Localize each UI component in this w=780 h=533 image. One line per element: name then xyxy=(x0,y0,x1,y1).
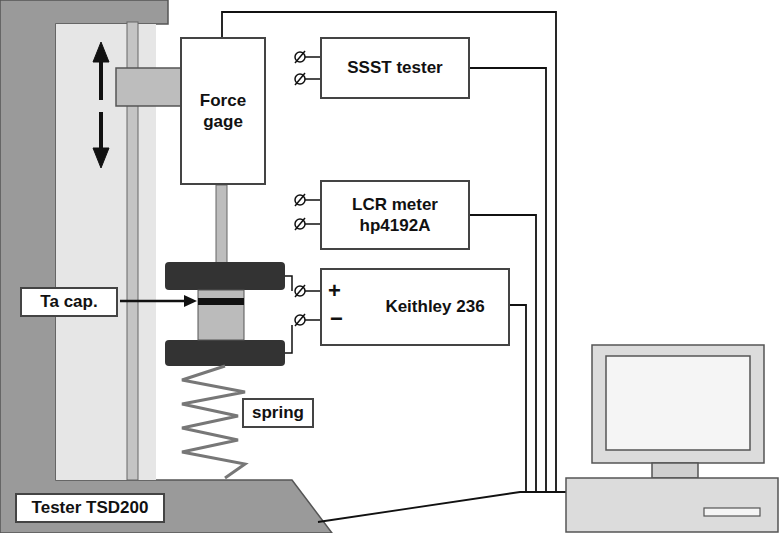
leader-line xyxy=(120,300,186,303)
terminal-symbols xyxy=(295,51,305,326)
instrument-box: Keithley 236 xyxy=(320,268,510,346)
leader-arrowhead xyxy=(184,295,197,307)
upper-clamp xyxy=(165,262,285,290)
computer xyxy=(566,345,778,532)
capacitor xyxy=(198,290,244,340)
terminal-sign: − xyxy=(330,308,343,330)
gauge-box: Force gage xyxy=(180,37,266,185)
lower-clamp xyxy=(165,340,285,366)
instrument-box: LCR meter hp4192A xyxy=(320,180,470,250)
node-text: Force gage xyxy=(187,90,259,133)
data-cables xyxy=(222,12,575,522)
slider-block xyxy=(116,68,182,106)
spring-coil xyxy=(182,366,245,478)
part-label-box: Ta cap. xyxy=(20,287,118,317)
terminal-leads xyxy=(305,57,320,320)
wire xyxy=(285,276,292,291)
wire xyxy=(285,325,292,353)
part-label-box: spring xyxy=(242,398,314,428)
node-text: SSST tester xyxy=(347,57,442,78)
node-text: spring xyxy=(252,402,304,423)
capacitor-band xyxy=(198,298,244,305)
instrument-box: SSST tester xyxy=(320,37,470,99)
load-rod xyxy=(216,185,227,263)
motion-arrows xyxy=(93,42,109,168)
node-text: Tester TSD200 xyxy=(32,497,149,518)
terminal-sign: + xyxy=(328,280,341,302)
tester-frame xyxy=(0,0,332,533)
tester-label-box: Tester TSD200 xyxy=(15,493,165,523)
node-text: LCR meter hp4192A xyxy=(340,194,450,237)
node-text: Keithley 236 xyxy=(385,296,484,317)
node-text: Ta cap. xyxy=(40,291,97,312)
